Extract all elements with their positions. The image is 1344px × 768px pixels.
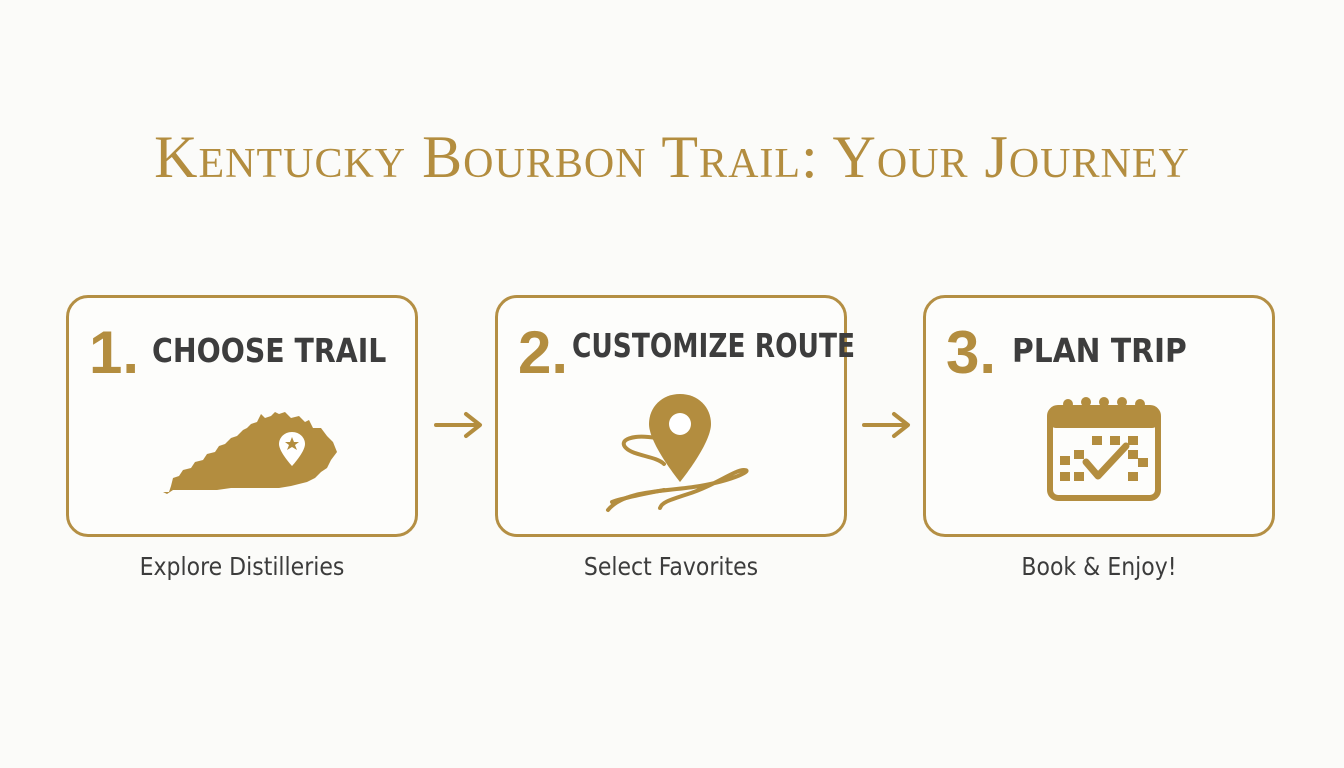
step-caption: Book & Enjoy! <box>1021 552 1177 581</box>
step-number: 2. <box>518 319 569 386</box>
arrow-right-icon <box>862 412 910 438</box>
route-pin-icon <box>606 394 749 512</box>
step-number: 3. <box>946 319 997 386</box>
calendar-check-icon <box>1047 397 1161 501</box>
step-caption: Select Favorites <box>583 552 759 581</box>
step-title: PLAN TRIP <box>1012 331 1187 370</box>
step-title: CHOOSE TRAIL <box>152 331 387 370</box>
page-title: Kentucky Bourbon Trail: Your Journey <box>154 124 1190 190</box>
arrow-right-icon <box>434 412 482 438</box>
step-number: 1. <box>89 319 140 386</box>
kentucky-map-icon <box>163 412 337 494</box>
step-caption: Explore Distilleries <box>139 552 345 581</box>
step-title: CUSTOMIZE ROUTE <box>572 326 855 365</box>
step-card-plan-trip: 3. PLAN TRIP <box>923 295 1275 537</box>
step-card-choose-trail: 1. CHOOSE TRAIL <box>66 295 418 537</box>
step-card-customize-route: 2. CUSTOMIZE ROUTE <box>495 295 855 537</box>
